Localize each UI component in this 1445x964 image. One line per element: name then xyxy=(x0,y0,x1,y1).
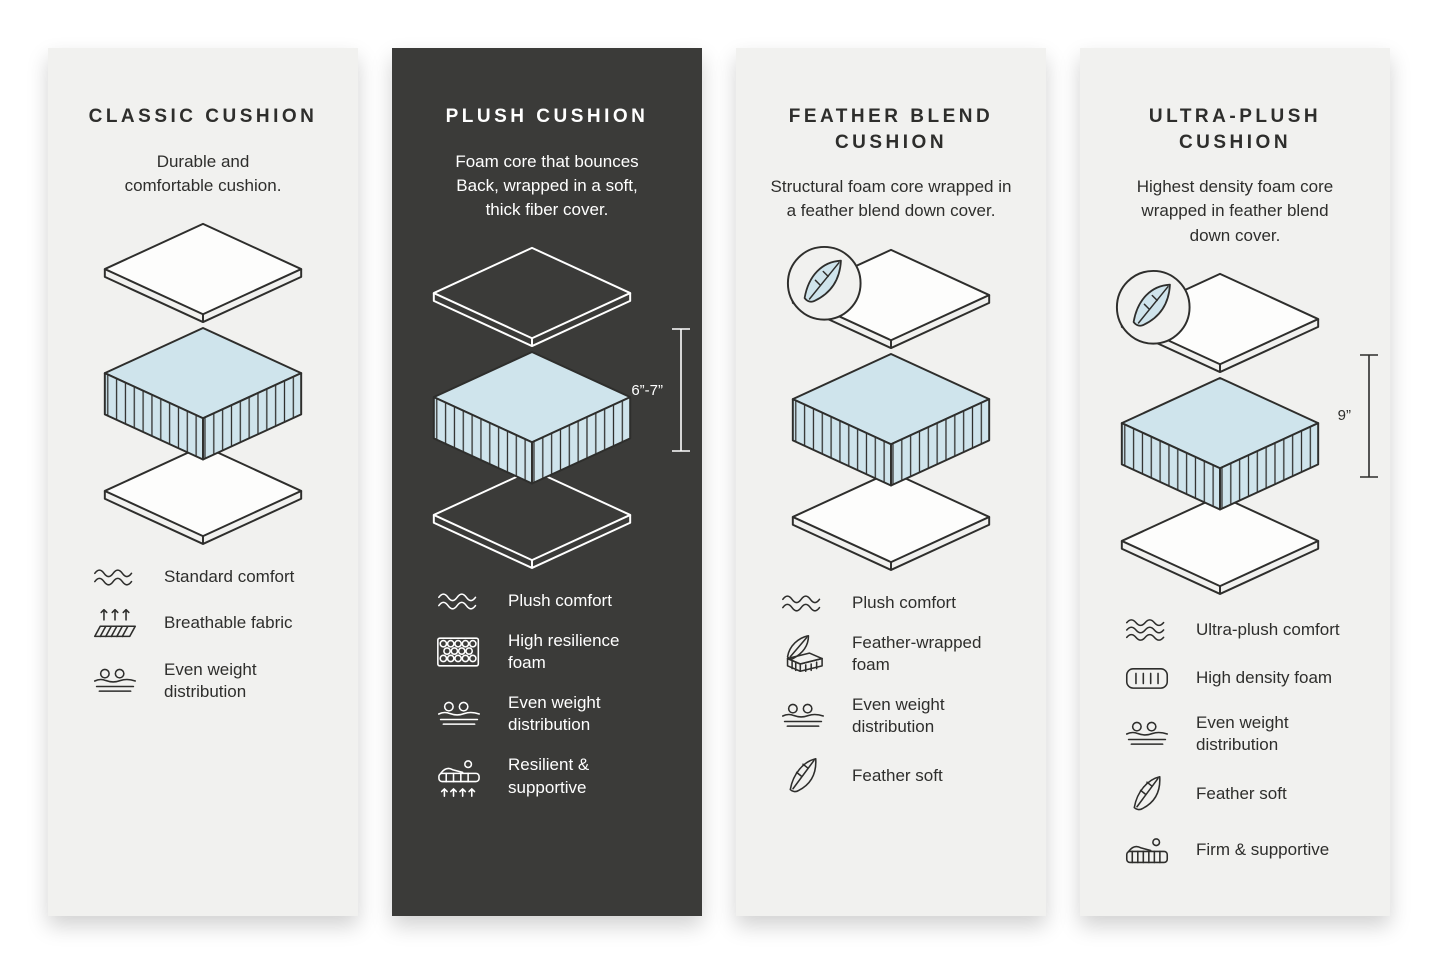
foam-core xyxy=(103,326,303,461)
resilient-supportive-icon xyxy=(434,756,484,798)
feature-label: Feather soft xyxy=(852,765,943,785)
cushion-layers-diagram xyxy=(432,247,632,570)
feature-row: Feather-wrapped foam xyxy=(778,632,1034,676)
feature-label: High resilience foam xyxy=(508,631,620,673)
card-description: Highest density foam core wrapped in fea… xyxy=(1136,177,1334,245)
cushion-illustration xyxy=(48,214,358,554)
feature-list: Standard comfort Breathable fabric xyxy=(48,566,358,703)
card-title: ULTRA-PLUSH CUSHION xyxy=(1148,106,1322,153)
height-dimension: 9” xyxy=(1338,352,1382,480)
card-classic-cushion: CLASSIC CUSHION Durable and comfortable … xyxy=(48,48,358,916)
feature-label: Even weight distribution xyxy=(508,693,601,735)
feature-label: Resilient & supportive xyxy=(508,755,590,797)
bottom-cover xyxy=(432,468,632,570)
feature-label: Plush comfort xyxy=(508,591,612,611)
waves-icon xyxy=(90,566,140,588)
feature-list: Plush comfort Feather-wrapped foam xyxy=(736,592,1046,796)
feature-label: Breathable fabric xyxy=(164,613,293,633)
feature-row: Breathable fabric xyxy=(90,606,346,641)
feature-row: Even weight distribution xyxy=(778,694,1034,738)
feather-icon xyxy=(1122,774,1172,814)
firm-supportive-icon xyxy=(1122,832,1172,869)
card-feather-blend-cushion: FEATHER BLEND CUSHION Structural foam co… xyxy=(736,48,1046,916)
high-density-foam-icon xyxy=(1122,662,1172,694)
feature-label: Standard comfort xyxy=(164,566,295,586)
feature-row: Plush comfort xyxy=(778,592,1034,614)
even-weight-icon xyxy=(778,701,828,731)
feature-row: Even weight distribution xyxy=(1122,712,1378,756)
card-description: Durable and comfortable cushion. xyxy=(124,151,282,195)
height-dimension: 6”-7” xyxy=(631,326,694,454)
top-cover xyxy=(432,247,632,348)
feather-icon xyxy=(778,756,828,796)
card-title: FEATHER BLEND CUSHION xyxy=(788,106,994,153)
bottom-cover xyxy=(1120,494,1320,595)
feature-list: Plush comfort High resilience foam xyxy=(392,590,702,799)
feature-label: Plush comfort xyxy=(852,592,956,612)
feature-row: Even weight distribution xyxy=(434,692,690,736)
waves-icon xyxy=(778,592,828,614)
feather-badge xyxy=(786,245,862,321)
card-description: Structural foam core wrapped in a feathe… xyxy=(770,177,1012,221)
feature-label: Feather-wrapped foam xyxy=(852,632,982,674)
feature-label: High density foam xyxy=(1196,667,1333,687)
cushion-layers-diagram xyxy=(786,245,991,571)
feature-label: Even weight distribution xyxy=(1196,712,1289,754)
foam-core xyxy=(791,352,991,487)
breathable-fabric-icon xyxy=(90,606,140,641)
cushion-illustration: 6”-7” xyxy=(392,238,702,578)
feature-row: Even weight distribution xyxy=(90,659,346,703)
feature-label: Ultra-plush comfort xyxy=(1196,619,1340,639)
feather-badge xyxy=(1115,269,1191,345)
feature-row: Ultra-plush comfort xyxy=(1122,616,1378,644)
dimension-line xyxy=(1360,353,1378,478)
cushion-layers-diagram xyxy=(1115,269,1320,595)
card-title: PLUSH CUSHION xyxy=(445,106,649,127)
card-description: Foam core that bounces Back, wrapped in … xyxy=(455,151,639,219)
dimension-label: 6”-7” xyxy=(631,381,663,399)
foam-core xyxy=(1120,376,1320,511)
even-weight-icon xyxy=(1122,719,1172,749)
honeycomb-foam-icon xyxy=(434,635,484,669)
card-title: CLASSIC CUSHION xyxy=(88,106,318,127)
feature-row: High resilience foam xyxy=(434,630,690,674)
top-cover xyxy=(103,222,303,324)
cushion-illustration: 9” xyxy=(1080,264,1390,604)
waves-icon xyxy=(434,590,484,612)
feature-row: Plush comfort xyxy=(434,590,690,612)
feature-label: Even weight distribution xyxy=(164,659,257,702)
feature-row: Firm & supportive xyxy=(1122,832,1378,869)
feature-label: Firm & supportive xyxy=(1196,840,1330,860)
feature-row: Feather soft xyxy=(778,756,1034,796)
waves-3-icon xyxy=(1122,616,1172,644)
even-weight-icon xyxy=(90,666,140,696)
feature-list: Ultra-plush comfort High density foam xyxy=(1080,616,1390,869)
feature-row: High density foam xyxy=(1122,662,1378,694)
bottom-cover xyxy=(791,470,991,571)
cushion-layers-diagram xyxy=(103,222,303,545)
card-ultra-plush-cushion: ULTRA-PLUSH CUSHION Highest density foam… xyxy=(1080,48,1390,916)
dimension-label: 9” xyxy=(1337,407,1351,425)
bottom-cover xyxy=(103,444,303,545)
card-plush-cushion: PLUSH CUSHION Foam core that bounces Bac… xyxy=(392,48,702,916)
feature-row: Resilient & supportive xyxy=(434,754,690,798)
feature-label: Even weight distribution xyxy=(852,694,945,736)
feather-wrapped-foam-icon xyxy=(778,634,828,674)
feature-label: Feather soft xyxy=(1196,783,1287,803)
feature-row: Feather soft xyxy=(1122,774,1378,814)
even-weight-icon xyxy=(434,699,484,729)
dimension-line xyxy=(672,328,690,452)
feature-row: Standard comfort xyxy=(90,566,346,588)
foam-core xyxy=(432,351,632,485)
cushion-illustration xyxy=(736,240,1046,580)
